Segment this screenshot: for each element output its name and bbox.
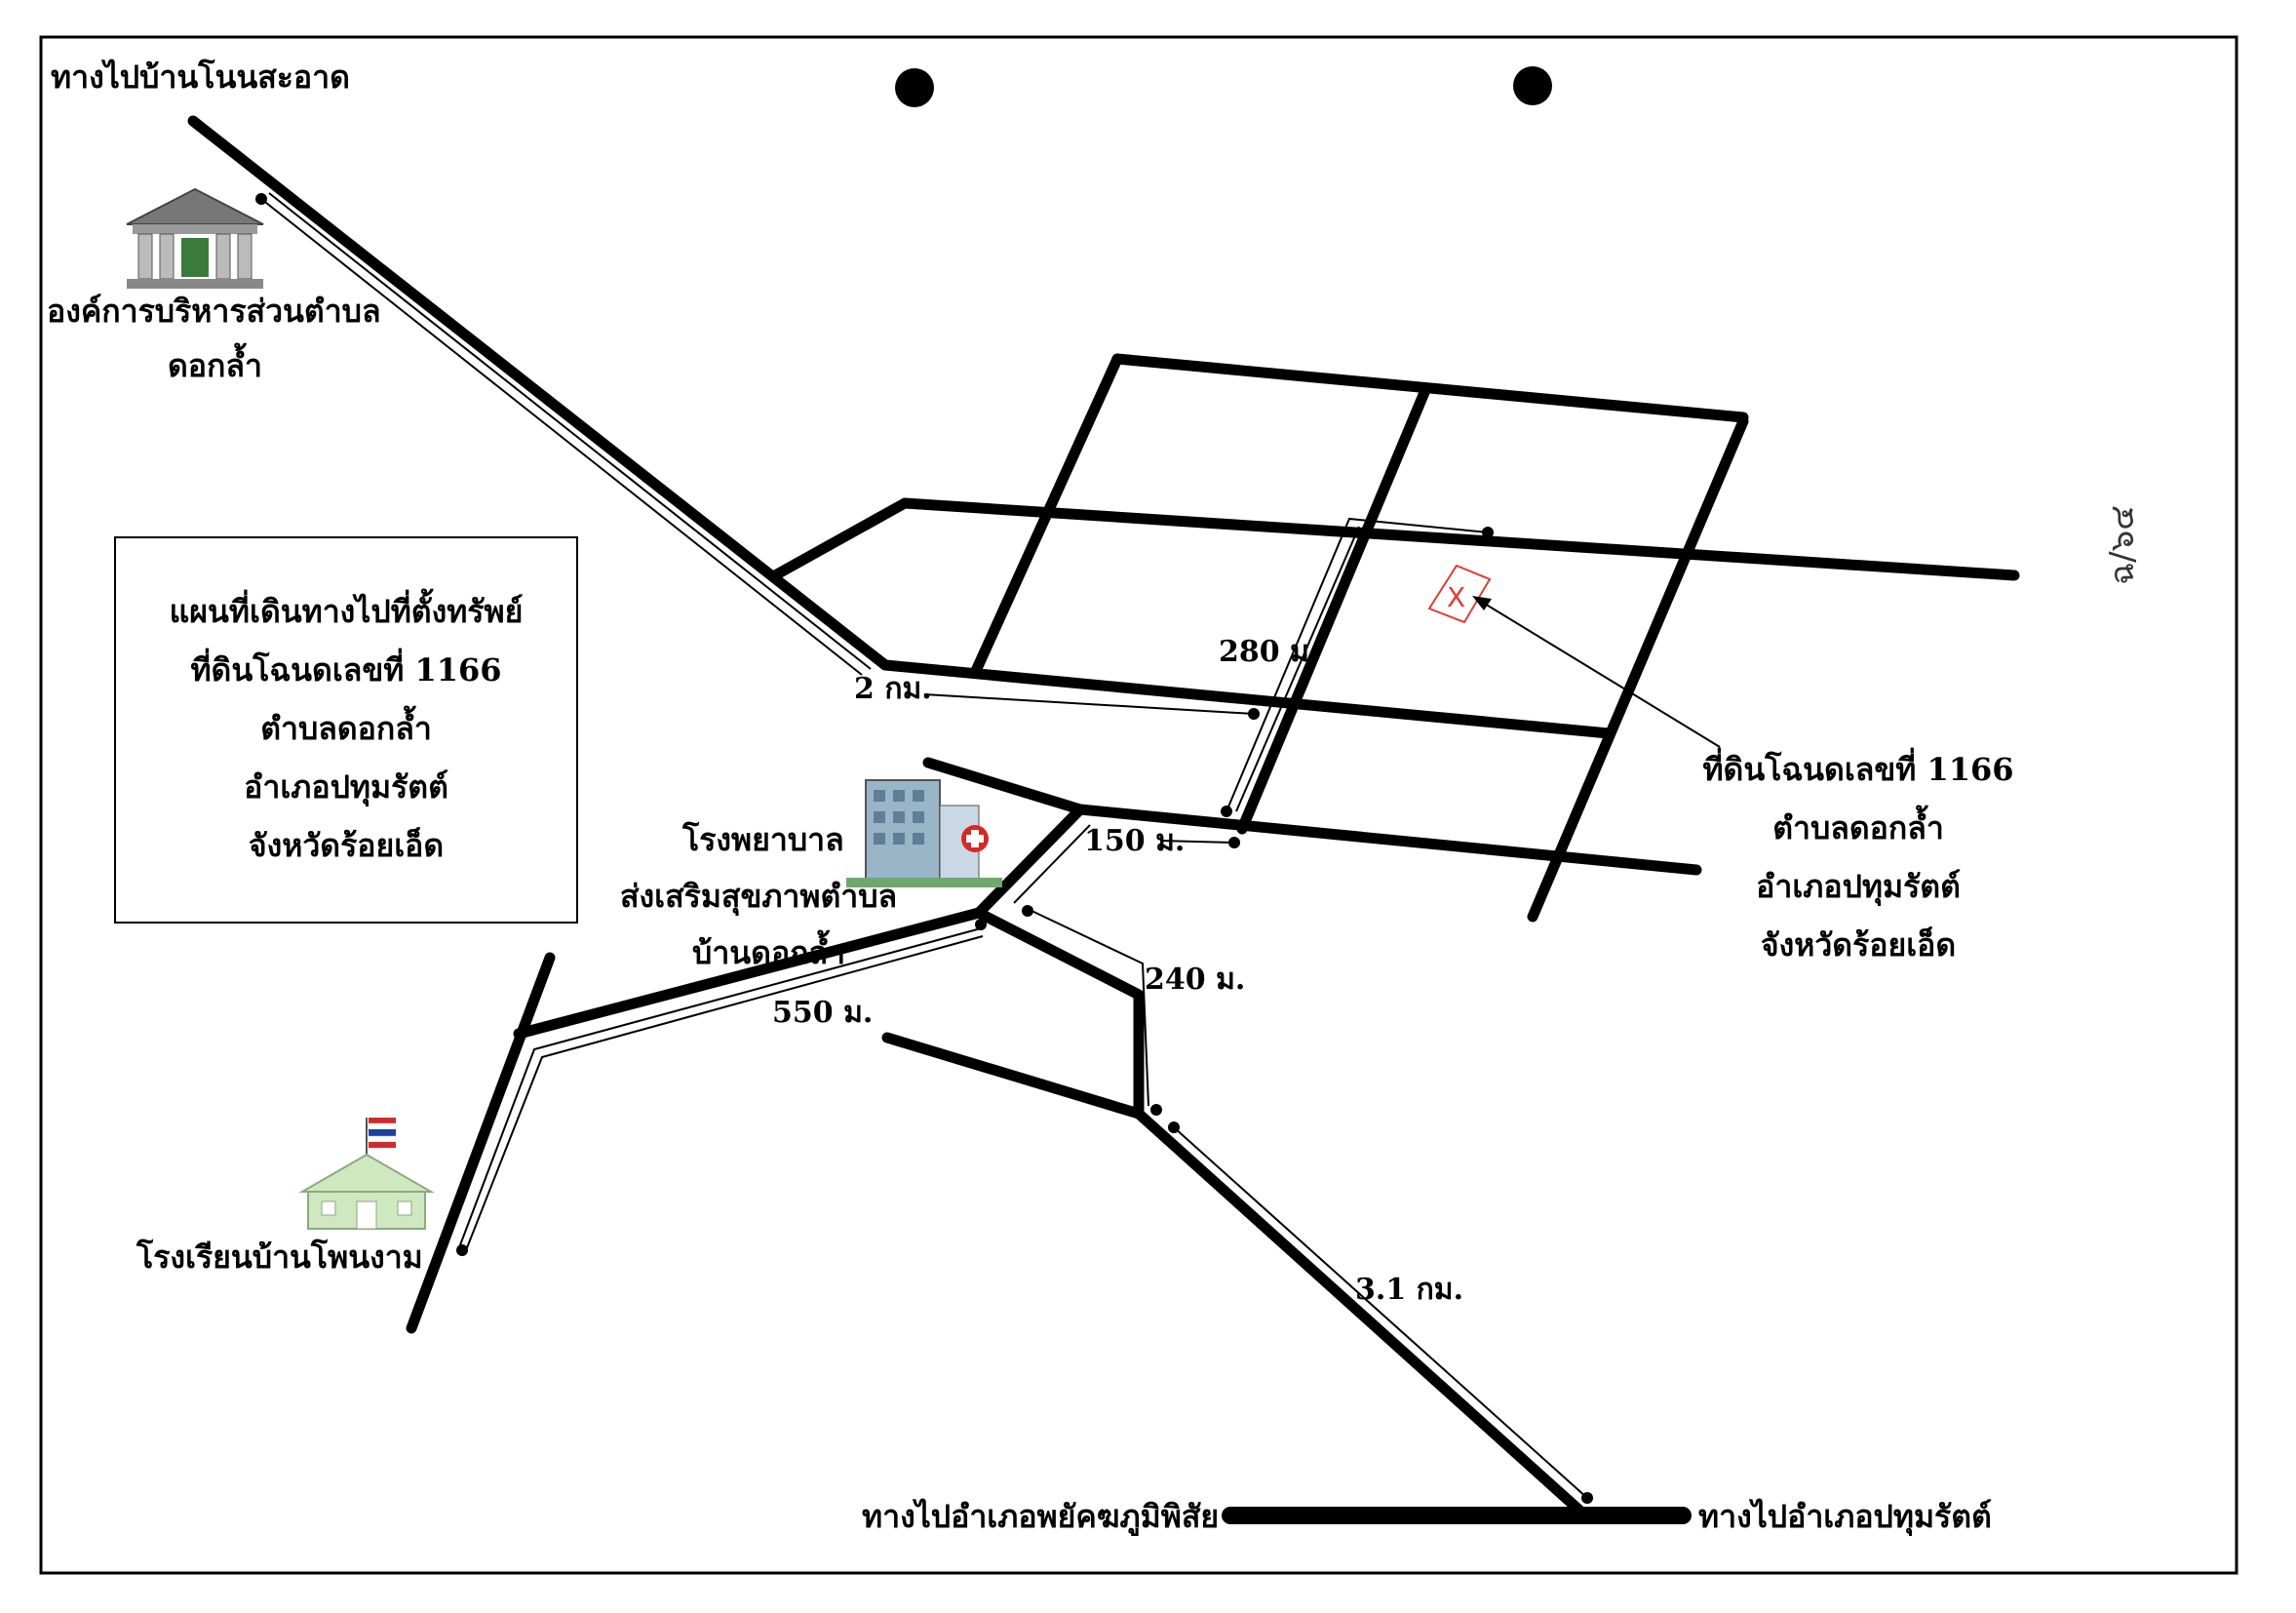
route-31km [1173,1126,1588,1499]
hospital-label-line3: บ้านดอกล้ำ [692,929,845,971]
route-dots [255,193,1593,1504]
distance-240m: 240 ม. [1145,963,1245,997]
punch-hole-left [895,68,934,107]
destination-non-saat: ทางไปบ้านโนนสะอาด [51,59,350,96]
property-parcel: X [1427,564,1492,624]
destination-pathum-rat: ทางไปอำเภอปทุมรัตต์ [1698,1498,1992,1537]
handwritten-note: ฉ/๖๔ [2103,505,2142,585]
distance-3-1km: 3.1 กม. [1355,1273,1463,1307]
hospital-icon [846,779,1002,887]
dot-junction-2 [1022,905,1033,917]
distance-2km: 2 กม. [854,672,932,706]
school-icon [298,1118,435,1230]
property-outline [1427,564,1492,624]
hospital-label-line2: ส่งเสริมสุขภาพตำบล [620,878,897,917]
road-southeast [973,907,1591,1521]
property-label-line2: ตำบลดอกล้ำ [1772,805,1944,846]
legend-line2: ที่ดินโฉนดเลขที่ 1166 [190,648,501,688]
road-west-spur [881,1032,1145,1120]
route-lines [260,192,1588,1499]
dot-240m [1150,1104,1162,1116]
road-network [187,115,2020,1524]
route-sao [260,198,863,676]
route-sao-2 [268,192,872,670]
distance-150m: 150 ม. [1084,824,1185,858]
legend-line1: แผนที่เดินทางไปที่ตั้งทรัพย์ [170,588,524,630]
road-spur [769,497,2020,581]
dot-280m [1221,806,1232,817]
route-280m [1226,517,1489,812]
legend-line3: ตำบลดอกล้ำ [260,705,432,747]
distance-550m: 550 ม. [772,996,873,1030]
road-main-east [879,659,1615,739]
route-2km [923,693,1255,715]
property-label-line4: จังหวัดร้อยเอ็ด [1761,925,1956,964]
legend-line4: อำเภอปทุมรัตต์ [244,768,448,807]
road-grid-west [969,353,1123,679]
route-junction [1013,824,1091,904]
dot-31km-end [1581,1492,1593,1504]
road-to-school [513,907,985,1040]
sao-building-icon [126,187,264,289]
road-grid-middle [1236,384,1431,835]
hospital-label-line1: โรงพยาบาล [681,821,844,858]
distance-280m: 280 ม. [1219,635,1319,669]
sao-label-line2: ดอกล้ำ [168,342,262,384]
road-junction-sw [973,804,1086,919]
route-550m-2 [465,935,984,1251]
legend-line5: จังหวัดร้อยเอ็ด [249,826,444,864]
road-school-ns [406,952,556,1334]
school-label: โรงเรียนบ้านโพนงาม [136,1239,423,1276]
property-arrow [1472,596,1721,748]
dot-sao [255,193,267,205]
sao-label-line1: องค์การบริหารส่วนตำบล [47,293,381,330]
route-240m [1027,908,1149,1107]
destination-phayakkhaphum: ทางไปอำเภอพยัคฆภูมิพิสัย [862,1498,1219,1537]
dot-2km [1248,708,1260,720]
property-marker: X [1447,581,1465,613]
dot-school [456,1244,468,1256]
dot-junction-1 [975,919,987,930]
map-border [39,35,2238,1575]
legend-box [114,536,578,924]
dot-31km-start [1168,1121,1180,1133]
route-150m [1159,840,1233,844]
property-label-line3: อำเภอปทุมรัตต์ [1756,868,1961,907]
route-550m [457,927,982,1251]
dot-property [1482,527,1494,538]
dot-150m [1228,837,1240,848]
route-280m-2 [1235,526,1360,812]
punch-hole-right [1513,66,1552,105]
property-label-line1: ที่ดินโฉนดเลขที่ 1166 [1702,747,2013,788]
road-grid-east [1527,415,1749,923]
